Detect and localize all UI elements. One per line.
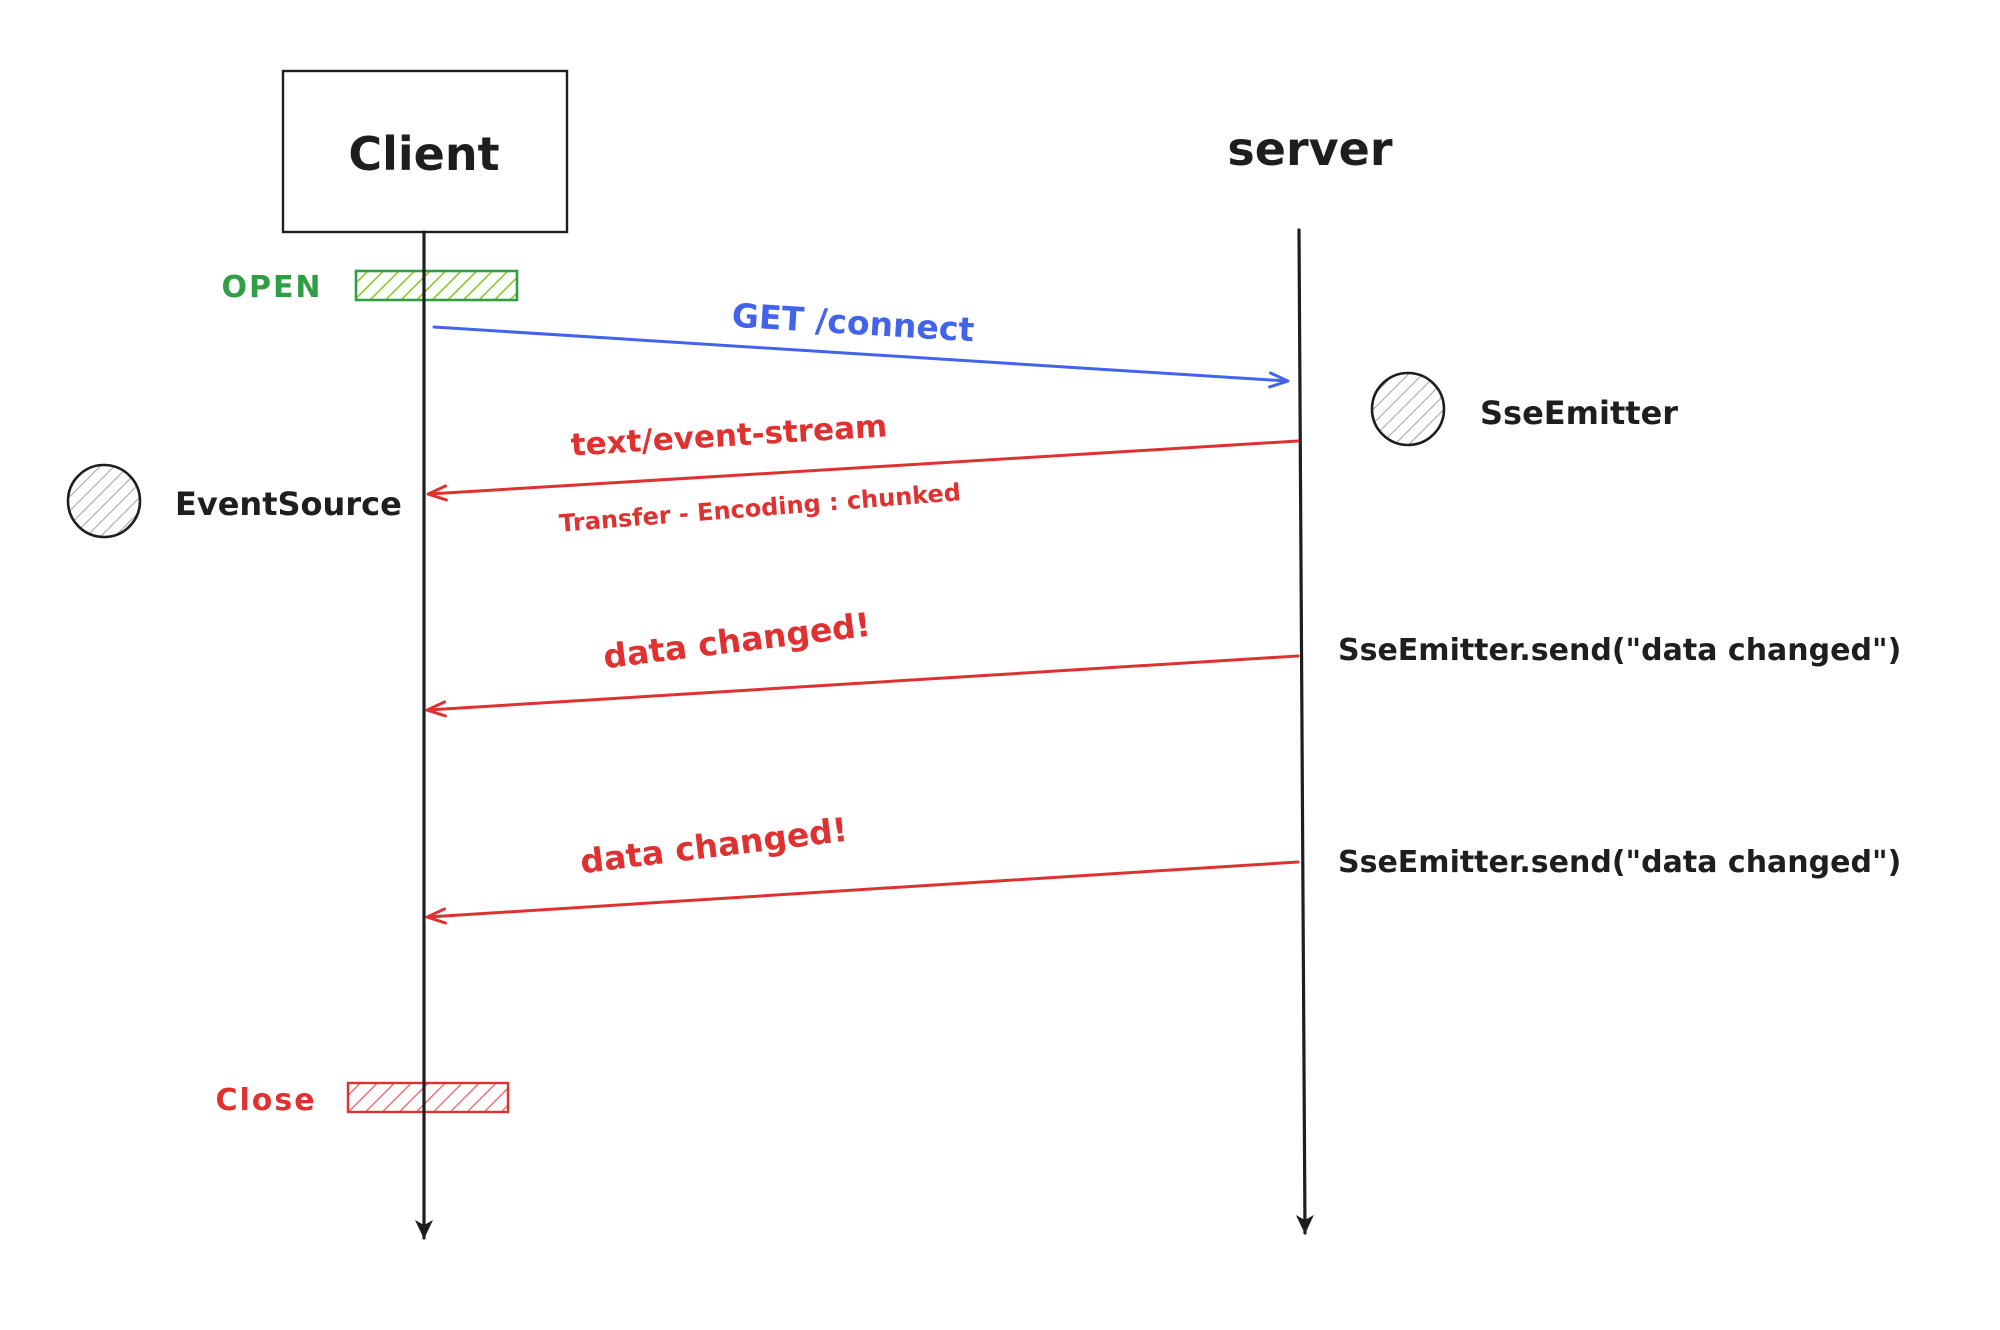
event-stream-label: text/event-stream	[570, 408, 888, 463]
get-connect-arrow	[432, 325, 1290, 389]
event-source-label: EventSource	[175, 485, 402, 523]
sse-send-1-label: SseEmitter.send("data changed")	[1338, 633, 1901, 668]
data-changed-1-arrow	[425, 654, 1300, 718]
get-connect-label: GET /connect	[731, 296, 976, 350]
close-label: Close	[215, 1083, 316, 1118]
transfer-encoding-label: Transfer - Encoding : chunked	[558, 478, 962, 538]
message-get-connect: GET /connect	[432, 296, 1290, 389]
server-lifeline	[1295, 228, 1314, 1235]
actor-server: server	[1227, 122, 1393, 1235]
object-sse-emitter: SseEmitter	[1370, 371, 1678, 447]
message-event-stream: text/event-stream Transfer - Encoding : …	[426, 408, 1300, 538]
data-changed-2-label: data changed!	[578, 810, 850, 881]
sse-emitter-circle	[1370, 371, 1446, 447]
client-label: Client	[348, 127, 499, 181]
event-stream-arrow	[426, 439, 1300, 502]
actor-client: Client	[281, 69, 569, 1240]
event-source-circle	[66, 463, 142, 539]
message-data-changed-1: data changed! SseEmitter.send("data chan…	[425, 605, 1901, 718]
client-box	[281, 69, 569, 234]
open-activation-block	[354, 269, 519, 302]
server-label: server	[1227, 122, 1392, 176]
data-changed-2-arrow	[425, 860, 1300, 925]
close-activation-block	[346, 1081, 510, 1114]
data-changed-1-label: data changed!	[601, 605, 873, 676]
sse-send-2-label: SseEmitter.send("data changed")	[1338, 845, 1901, 880]
message-data-changed-2: data changed! SseEmitter.send("data chan…	[425, 810, 1901, 925]
sse-emitter-label: SseEmitter	[1480, 394, 1678, 432]
object-event-source: EventSource	[66, 463, 402, 539]
open-label: OPEN	[221, 270, 322, 305]
